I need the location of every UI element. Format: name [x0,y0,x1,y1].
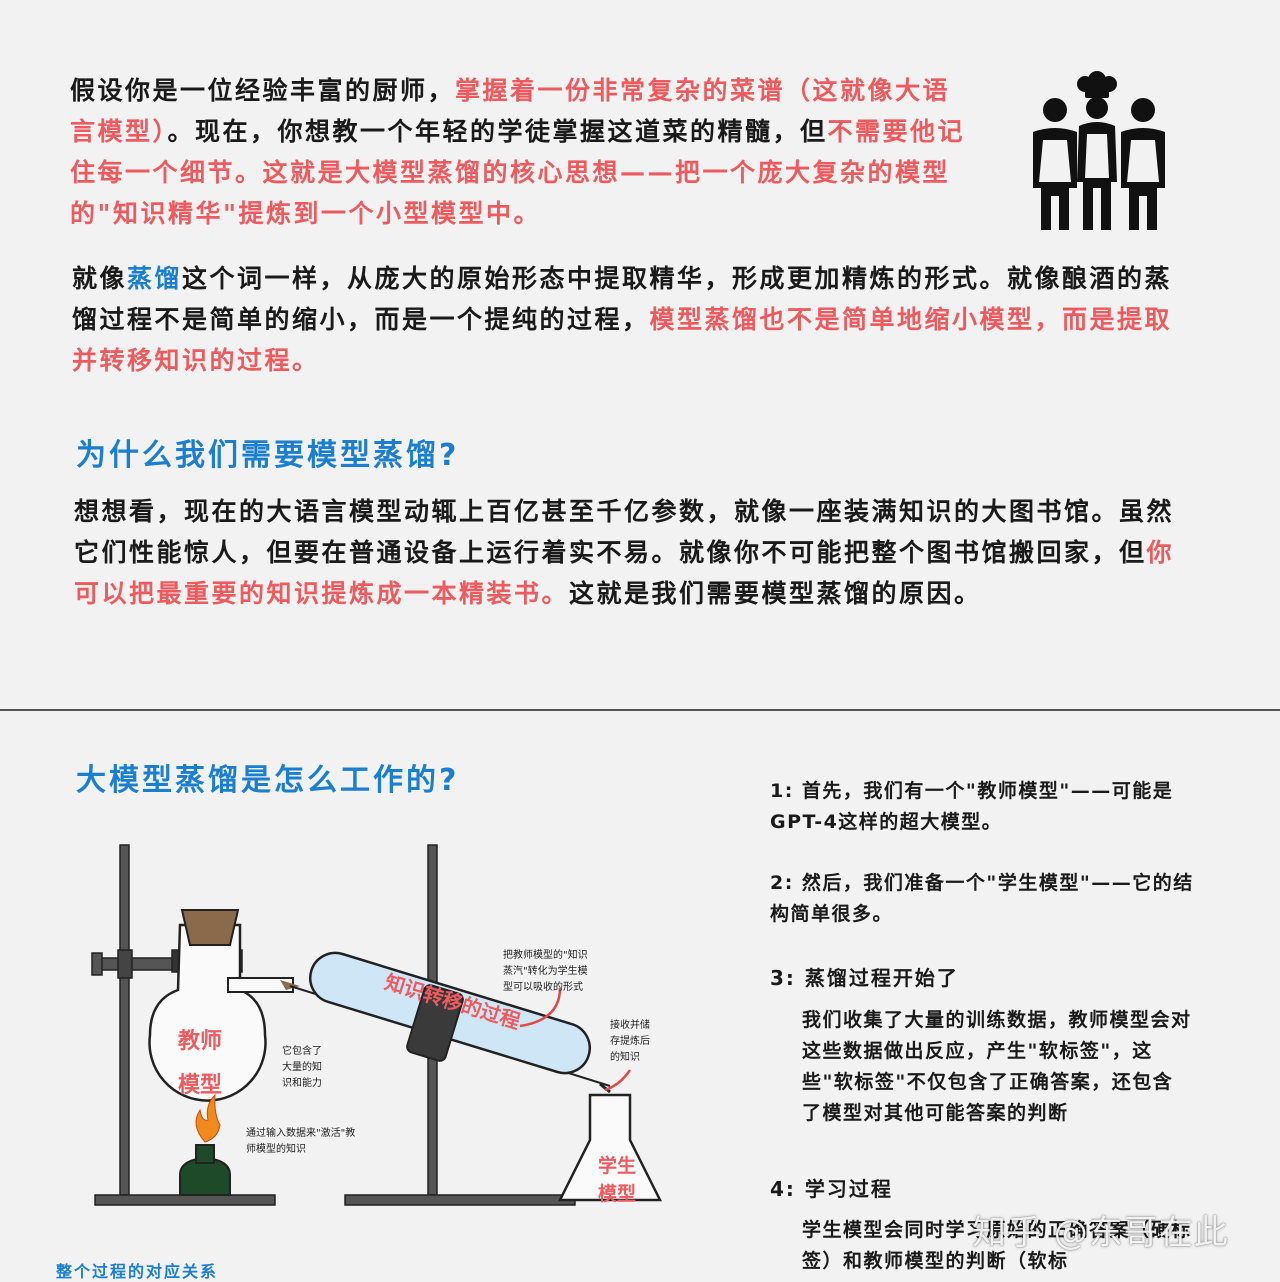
intro-p1-highlight-d: 不需要他记住每一个细节。这就是大模型蒸馏的核心思想——把一个庞大复杂的模型的"知… [70,117,966,228]
why-text-a: 想想看，现在的大语言模型动辄上百亿甚至千亿参数，就像一座装满知识的大图书馆。虽然… [74,497,1175,567]
step-3-title: 3: 蒸馏过程开始了 [770,966,959,990]
anno-steam: 把教师模型的"知识 蒸汽"转化为学生模 型可以吸收的形式 [503,950,588,993]
bottom-cut-text: 整个过程的对应关系 [56,1262,219,1281]
intro-paragraph-1: 假设你是一位经验丰富的厨师，掌握着一份非常复杂的菜谱（这就像大语言模型）。现在，… [70,70,975,234]
intro-p1-text-c: 。现在，你想教一个年轻的学徒掌握这道菜的精髓，但 [167,117,828,146]
student-label-1: 学生 [598,1154,636,1177]
anno-receive: 接收并储 存提炼后 的知识 [610,1020,650,1063]
teacher-flask [148,909,294,1102]
zhihu-watermark: 知乎 @东哥在此 [972,1213,1229,1253]
how-heading: 大模型蒸馏是怎么工作的? [76,763,460,798]
teacher-label-1: 教师 [178,1028,222,1054]
intro-p2-text-a: 就像 [72,264,128,293]
intro-p1-highlight-b: 掌握着一份非常复杂的菜谱（这就像大语言模型） [70,76,951,146]
annotation-arrows [519,987,632,1092]
intro-paragraph-2: 就像蒸馏这个词一样，从庞大的原始形态中提取精华，形成更加精炼的形式。就像酿酒的蒸… [72,258,1192,381]
student-beaker [557,1093,663,1202]
anno-contains: 它包含了 大量的知 识和能力 [282,1046,322,1089]
distillation-diagram: 教师 模型 知识转移的过程 学生 模型 [91,844,663,1206]
intro-p1-text-a: 假设你是一位经验丰富的厨师， [70,76,456,105]
step-4-title: 4: 学习过程 [770,1177,893,1201]
anno-fire: 通过输入数据来"激活"教 师模型的知识 [246,1128,356,1155]
intro-p2-text-c: 这个词一样，从庞大的原始形态中提取精华，形成更加精炼的形式。就像酿酒的蒸馏过程不… [72,264,1173,334]
why-paragraph: 想想看，现在的大语言模型动辄上百亿甚至千亿参数，就像一座装满知识的大图书馆。虽然… [74,491,1194,614]
intro-p2-highlight-d: 模型蒸馏也不是简单地缩小模型，而是提取并转移知识的过程。 [72,305,1173,375]
step-3-body: 我们收集了大量的训练数据，教师模型会对这些数据做出反应，产生"软标签"，这些"软… [802,1009,1192,1124]
step-4-body: 学生模型会同时学习原始的正确答案（硬标签）和教师模型的判断（软标 [802,1219,1192,1272]
why-highlight-b: 你可以把最重要的知识提炼成一本精装书。 [74,538,1175,608]
condenser-tube [280,951,611,1094]
student-label-2: 模型 [598,1182,636,1205]
teacher-label-2: 模型 [178,1073,222,1098]
burner [179,1093,231,1196]
step-1: 1: 首先，我们有一个"教师模型"——可能是GPT-4这样的超大模型。 [770,780,1174,833]
step-2: 2: 然后，我们准备一个"学生模型"——它的结构简单很多。 [770,872,1194,925]
intro-p2-keyword: 蒸馏 [127,264,183,293]
section-divider [0,709,1280,711]
why-text-c: 这就是我们需要模型蒸馏的原因。 [569,579,982,608]
chef-team-icon [1033,71,1165,230]
why-heading: 为什么我们需要模型蒸馏? [76,438,460,473]
